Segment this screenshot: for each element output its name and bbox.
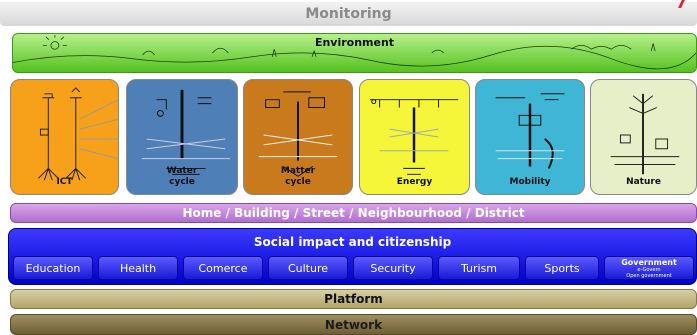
network-layer: Network — [10, 314, 697, 335]
water-cycle-icon — [141, 89, 231, 175]
energy-grid-icon — [369, 99, 459, 175]
tile-mobility: Mobility — [475, 79, 585, 195]
tile-energy-label: Energy — [396, 177, 433, 187]
nature-tree-icon — [610, 93, 680, 175]
tile-water-cycle-label: Water cycle — [166, 166, 198, 187]
tile-mobility-label: Mobility — [509, 177, 551, 187]
social-item-sports: Sports — [525, 256, 599, 280]
social-item-health: Health — [98, 256, 178, 280]
landscape-sketch-icon — [13, 34, 696, 70]
social-item-turism: Turism — [438, 256, 520, 280]
tile-nature-label: Nature — [626, 177, 661, 187]
scale-layer: Home / Building / Street / Neighbourhood… — [10, 203, 697, 223]
social-item-culture: Culture — [268, 256, 348, 280]
environment-layer: Environment — [12, 33, 697, 73]
social-layer: Social impact and citizenship Education … — [8, 228, 697, 285]
domain-tiles: ICT Water cycle Matter — [10, 79, 697, 197]
tile-ict-label: ICT — [56, 177, 73, 187]
tile-energy: Energy — [359, 79, 470, 195]
monitoring-layer: Monitoring — [0, 2, 697, 26]
social-layer-title: Social impact and citizenship — [253, 235, 452, 249]
social-item-security: Security — [353, 256, 433, 280]
platform-label: Platform — [324, 292, 383, 306]
matter-cycle-icon — [258, 91, 338, 177]
social-item-education: Education — [13, 256, 93, 280]
tile-matter-cycle-label: Matter cycle — [280, 166, 316, 187]
social-item-government: Government e-Govern Open government — [604, 256, 694, 280]
tile-ict: ICT — [10, 79, 119, 195]
tile-nature: Nature — [590, 79, 697, 195]
mobility-icon — [495, 93, 565, 169]
platform-layer: Platform — [10, 289, 697, 309]
monitoring-label: Monitoring — [305, 6, 392, 22]
tile-water-cycle: Water cycle — [126, 79, 238, 195]
social-item-comerce: Comerce — [183, 256, 263, 280]
ict-tower-icon — [38, 87, 118, 181]
tile-matter-cycle: Matter cycle — [243, 79, 353, 195]
network-label: Network — [324, 317, 383, 332]
scale-layer-label: Home / Building / Street / Neighbourhood… — [182, 206, 525, 220]
environment-label: Environment — [314, 36, 395, 49]
